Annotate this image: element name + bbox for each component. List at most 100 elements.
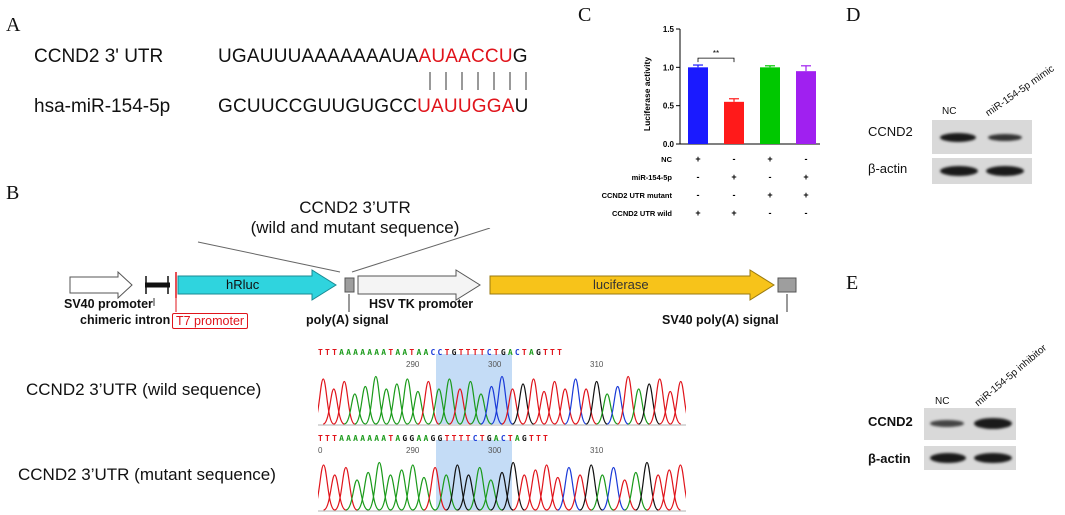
wild-base: T: [444, 348, 452, 357]
mutant-base: A: [514, 434, 522, 443]
mutant-base: G: [486, 434, 494, 443]
bar-1: [688, 67, 708, 144]
y-tick-label: 1.5: [663, 25, 675, 34]
mutant-tick-300: 300: [488, 446, 502, 455]
condition-table: NC+-+-miR-154-5p-+-+CCND2 UTR mutant--++…: [602, 154, 809, 218]
wild-base: A: [423, 348, 431, 357]
sv40-promoter-label: SV40 promoter: [64, 297, 153, 311]
trace-peak: [479, 479, 503, 511]
trace-peak: [490, 375, 514, 425]
mutant-base: A: [367, 434, 375, 443]
trace-peak: [367, 461, 392, 511]
trace-peak: [333, 380, 356, 425]
trace-peak: [407, 390, 429, 425]
e-actin-blot: [924, 446, 1016, 470]
trace-peak: [343, 393, 366, 425]
significance-label: **: [713, 49, 719, 58]
trace-peak: [568, 474, 592, 511]
trace-peak: [646, 474, 670, 511]
wild-base: T: [472, 348, 480, 357]
wild-base: A: [416, 348, 424, 357]
wild-base: A: [507, 348, 515, 357]
mutant-base: A: [339, 434, 347, 443]
trace-peak: [522, 378, 545, 425]
trace-peak: [659, 390, 682, 425]
condition-sign: +: [731, 172, 736, 182]
condition-sign: +: [803, 172, 808, 182]
trace-peak: [470, 393, 492, 425]
wild-tick-300: 300: [488, 360, 502, 369]
insert-box: [344, 277, 355, 293]
mutant-sequence-label: CCND2 3’UTR (mutant sequence): [18, 465, 276, 484]
mirna-seq-tail: U: [514, 96, 529, 117]
hsv-tk-arrow: [357, 269, 481, 301]
polya-signal-label: poly(A) signal: [306, 313, 389, 327]
base-pair-lines: [429, 72, 527, 90]
wild-base: T: [388, 348, 396, 357]
mutant-base: G: [521, 434, 529, 443]
panel-label-c: C: [578, 4, 592, 26]
trace-peak: [590, 474, 614, 511]
insert-title-line2: (wild and mutant sequence): [250, 218, 460, 237]
mutant-base: T: [451, 434, 459, 443]
mirna-sequence: GCUUCCGUUGUGCCUAUUGGAU: [218, 96, 529, 118]
trace-peak: [356, 471, 380, 511]
trace-peak: [601, 466, 626, 511]
trace-peak: [423, 466, 447, 511]
bar-2: [724, 101, 744, 144]
wild-base: A: [402, 348, 410, 357]
wild-base: A: [528, 348, 536, 357]
condition-sign: +: [767, 154, 772, 164]
utr-seq-tail: G: [512, 46, 528, 67]
trace-peak: [575, 388, 597, 425]
trace-peak: [345, 479, 369, 511]
wild-base: A: [339, 348, 347, 357]
trace-peak: [318, 378, 335, 425]
wild-base: A: [374, 348, 382, 357]
mutant-base: A: [395, 434, 403, 443]
wild-base: A: [381, 348, 389, 357]
trace-peak: [396, 378, 419, 425]
wild-base: C: [437, 348, 445, 357]
mutant-base: T: [458, 434, 466, 443]
luciferase-arrow: [489, 269, 775, 301]
trace-peak: [385, 383, 408, 425]
condition-sign: -: [805, 208, 808, 218]
y-tick-label: 1.0: [663, 63, 675, 72]
trace-peak: [428, 388, 450, 425]
panel-label-e: E: [846, 272, 859, 294]
chart-bars: **: [688, 49, 816, 144]
wild-trace: [318, 375, 686, 426]
trace-peak: [627, 388, 650, 425]
mutant-base: T: [507, 434, 515, 443]
e-actin-label: β-actin: [868, 451, 911, 466]
panel-label-d: D: [846, 4, 861, 26]
wild-base: G: [500, 348, 508, 357]
trace-peak: [606, 385, 629, 425]
mutant-base: A: [493, 434, 501, 443]
wild-base: C: [486, 348, 494, 357]
trace-peak: [389, 469, 414, 511]
mutant-base: T: [325, 434, 333, 443]
zoom-line-right: [351, 228, 491, 273]
wild-base: T: [550, 348, 558, 357]
mutant-base: T: [444, 434, 452, 443]
trace-peak: [501, 388, 524, 425]
trace-peak: [417, 380, 440, 425]
vector-map: [69, 228, 797, 312]
mutant-tick-310: 310: [590, 446, 604, 455]
wild-base: A: [346, 348, 354, 357]
e-ccnd2-blot: [924, 408, 1016, 440]
mutant-base: C: [472, 434, 480, 443]
trace-peak: [624, 471, 648, 511]
wild-base: T: [318, 348, 326, 357]
chimeric-intron-label: chimeric intron: [80, 313, 171, 327]
e-lane2-label: miR-154-5p inhibitor: [972, 342, 1049, 409]
wild-base: A: [360, 348, 368, 357]
mutant-base: A: [423, 434, 431, 443]
condition-sign: +: [803, 190, 808, 200]
trace-peak: [354, 385, 377, 425]
trace-peak: [318, 464, 336, 511]
e-ccnd2-label: CCND2: [868, 414, 913, 429]
